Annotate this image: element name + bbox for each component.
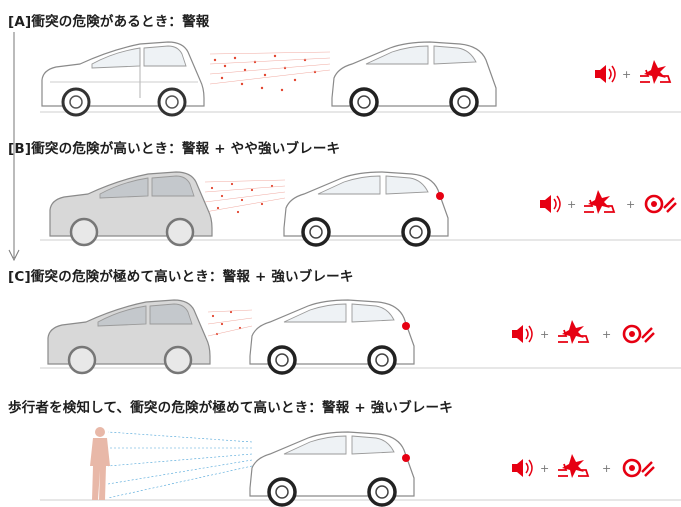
plus-icon: + — [622, 68, 631, 81]
own-car-a — [330, 40, 498, 117]
lead-car-a — [40, 40, 206, 117]
flash-icon — [583, 189, 615, 215]
section-c-heading: [C]衝突の危険が極めて高いとき：警報 + 強いブレーキ — [8, 269, 354, 285]
plus-icon: + — [540, 328, 549, 341]
brake-light — [402, 454, 410, 462]
lead-car-b — [48, 170, 214, 247]
section-pedestrian-heading: 歩行者を検知して、衝突の危険が極めて高いとき：警報 + 強いブレーキ — [8, 400, 453, 416]
speaker-icon — [511, 458, 533, 478]
brake-icon — [622, 324, 656, 344]
brake-light — [402, 322, 410, 330]
plus-icon: + — [602, 462, 611, 475]
brake-icon — [644, 194, 678, 214]
plus-icon: + — [626, 198, 635, 211]
own-car-pedestrian — [248, 430, 416, 507]
section-c-scene — [40, 298, 681, 375]
progression-arrow — [8, 32, 20, 262]
section-pedestrian-icons: + + — [511, 453, 656, 479]
brake-light — [436, 192, 444, 200]
plus-icon: + — [567, 198, 576, 211]
plus-icon: + — [602, 328, 611, 341]
section-pedestrian-scene — [40, 427, 681, 507]
section-b-icons: + + — [539, 189, 678, 215]
own-car-b — [282, 170, 450, 247]
pedestrian-figure — [90, 427, 110, 500]
sensor-lines-c — [207, 309, 253, 337]
speaker-icon — [539, 194, 561, 214]
sensor-dots-a — [213, 54, 317, 92]
flash-icon — [557, 319, 589, 345]
section-c-icons: + + — [511, 319, 656, 345]
flash-icon — [639, 59, 671, 85]
plus-icon: + — [540, 462, 549, 475]
sensor-lines-a — [209, 51, 331, 85]
section-a-heading: [A]衝突の危険があるとき：警報 — [8, 14, 210, 30]
section-a-icons: + — [594, 59, 671, 85]
sensor-dots-b — [210, 182, 274, 214]
section-b-heading: [B]衝突の危険が高いとき：警報 + やや強いブレーキ — [8, 141, 341, 157]
speaker-icon — [511, 324, 533, 344]
own-car-c — [248, 298, 416, 375]
sensor-lines-b — [204, 179, 286, 213]
section-b-scene — [40, 170, 681, 247]
speaker-icon — [594, 64, 616, 84]
brake-icon — [622, 458, 656, 478]
flash-icon — [557, 453, 589, 479]
section-a-scene — [40, 40, 681, 117]
lead-car-c — [46, 298, 212, 375]
sensor-lines-pedestrian — [107, 431, 253, 499]
